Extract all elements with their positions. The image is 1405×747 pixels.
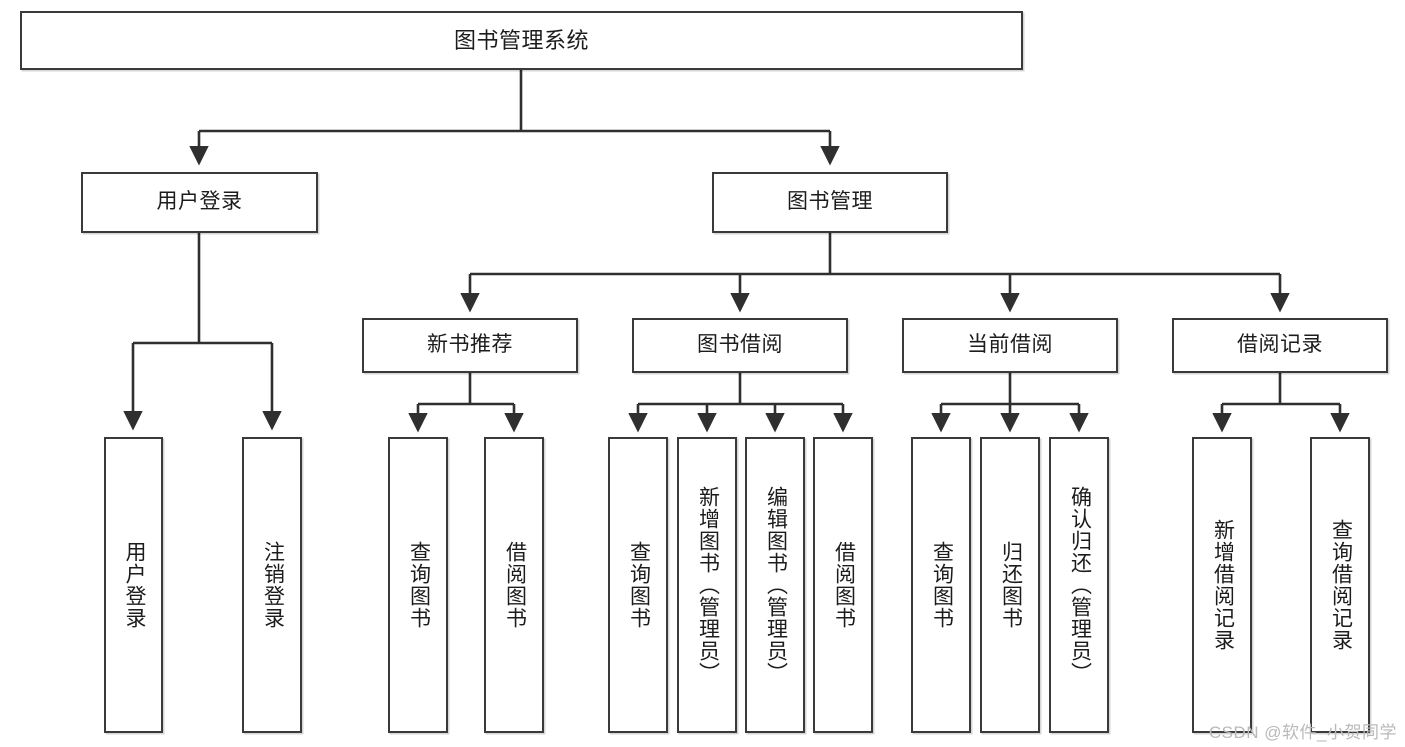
node-label: 当前借阅 [967, 333, 1053, 357]
leaf-add-book[interactable]: 新增图书（管理员） [677, 437, 737, 733]
node-label: 借阅记录 [1237, 333, 1323, 357]
leaf-query-borrow-record[interactable]: 查询借阅记录 [1310, 437, 1370, 733]
node-label: 编辑图书（管理员） [764, 486, 788, 684]
leaf-borrow-book[interactable]: 借阅图书 [813, 437, 873, 733]
node-book-management[interactable]: 图书管理 [712, 172, 948, 233]
leaf-return-book[interactable]: 归还图书 [980, 437, 1040, 733]
leaf-query-book-borrow[interactable]: 查询图书 [608, 437, 668, 733]
node-current-borrow[interactable]: 当前借阅 [902, 318, 1118, 373]
node-root-system[interactable]: 图书管理系统 [20, 11, 1023, 70]
node-label: 确认归还（管理员） [1068, 486, 1092, 684]
node-label: 查询图书 [407, 541, 431, 629]
node-label: 图书管理 [787, 190, 873, 214]
node-label: 借阅图书 [503, 541, 527, 629]
node-label: 用户登录 [122, 541, 146, 629]
node-user-login[interactable]: 用户登录 [81, 172, 318, 233]
watermark-text: CSDN @软件_小贺同学 [1208, 723, 1397, 742]
leaf-edit-book[interactable]: 编辑图书（管理员） [745, 437, 805, 733]
node-book-borrow[interactable]: 图书借阅 [632, 318, 848, 373]
node-label: 用户登录 [156, 190, 243, 214]
leaf-user-login[interactable]: 用户登录 [104, 437, 163, 733]
node-label: 新增图书（管理员） [696, 486, 720, 684]
node-label: 查询借阅记录 [1329, 519, 1353, 651]
leaf-add-borrow-record[interactable]: 新增借阅记录 [1192, 437, 1252, 733]
node-label: 注销登录 [261, 541, 285, 629]
node-label: 归还图书 [999, 541, 1023, 629]
node-label: 借阅图书 [832, 541, 856, 629]
leaf-confirm-return[interactable]: 确认归还（管理员） [1049, 437, 1109, 733]
node-label: 图书管理系统 [453, 27, 589, 53]
node-new-book-recommend[interactable]: 新书推荐 [362, 318, 578, 373]
node-label: 查询图书 [930, 541, 954, 629]
leaf-query-book-new-recommend[interactable]: 查询图书 [388, 437, 448, 733]
leaf-borrow-book-new-recommend[interactable]: 借阅图书 [484, 437, 544, 733]
node-borrow-record[interactable]: 借阅记录 [1172, 318, 1388, 373]
node-label: 图书借阅 [697, 333, 783, 357]
node-label: 新书推荐 [427, 333, 513, 357]
leaf-logout-login[interactable]: 注销登录 [242, 437, 302, 733]
node-label: 新增借阅记录 [1211, 519, 1235, 651]
node-label: 查询图书 [627, 541, 651, 629]
leaf-query-book-current[interactable]: 查询图书 [911, 437, 971, 733]
